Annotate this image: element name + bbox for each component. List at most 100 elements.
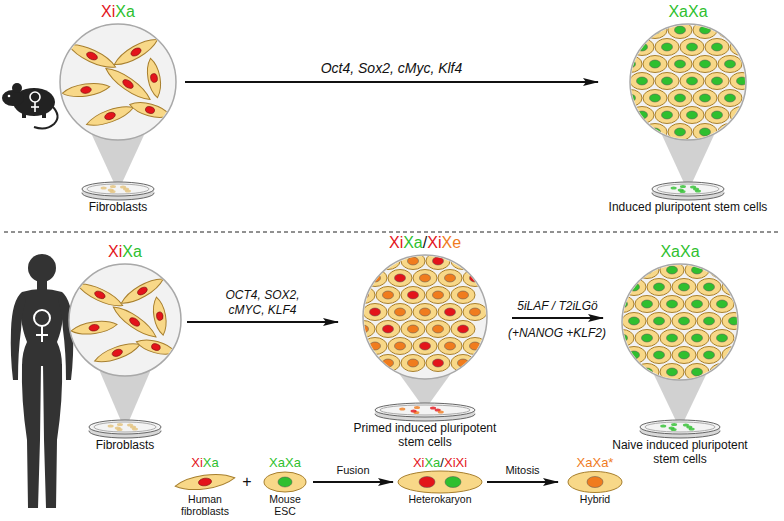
stem-cell <box>693 56 717 73</box>
x-status: XiXa <box>65 242 185 261</box>
colony <box>680 185 686 188</box>
cell-body <box>635 296 659 313</box>
stem-cell <box>710 262 734 279</box>
cell-nucleus <box>104 111 117 121</box>
fibroblast-cell <box>61 81 110 100</box>
cell-group <box>351 253 487 372</box>
stem-cell <box>660 262 684 279</box>
cell-nucleus <box>445 342 456 350</box>
magnified-view <box>630 24 746 140</box>
cell-body <box>685 296 709 313</box>
cell-body <box>672 279 696 296</box>
dish-node: XiXa/XiXePrimed induced pluripotent stem… <box>340 233 510 450</box>
petri-dish <box>652 182 724 200</box>
dish-rim <box>89 420 161 434</box>
magnified-view <box>69 264 181 376</box>
cell-body <box>685 364 709 381</box>
cell-nucleus <box>692 368 703 376</box>
mouse-foot <box>42 113 46 118</box>
cell-nucleus <box>89 324 100 332</box>
colony <box>117 423 123 426</box>
cell-body <box>730 73 754 90</box>
stem-cell <box>647 279 671 296</box>
cell-body <box>438 338 462 355</box>
colony <box>125 190 131 193</box>
cell-nucleus <box>358 291 369 299</box>
cell-nucleus <box>712 77 723 85</box>
x-chromosome-state: Xe <box>441 234 461 251</box>
stem-cell <box>685 262 709 279</box>
stem-cell <box>635 364 659 381</box>
cell-nucleus <box>383 325 394 333</box>
stem-cell <box>668 22 692 39</box>
cell-nucleus <box>625 128 636 136</box>
fibroblast-cell <box>110 302 159 341</box>
cell-nucleus <box>617 300 628 308</box>
stem-cell <box>668 56 692 73</box>
cell-nucleus <box>692 300 703 308</box>
cell-body <box>568 471 622 492</box>
cell-body <box>630 73 654 90</box>
cell-nucleus <box>700 94 711 102</box>
cell-body <box>145 57 164 98</box>
cell-body <box>710 330 734 347</box>
stem-cell <box>647 313 671 330</box>
stem-cell <box>718 22 742 39</box>
colony <box>101 187 107 190</box>
cell-nucleus <box>383 291 394 299</box>
stem-cell <box>655 39 679 56</box>
stem-cell <box>401 253 425 270</box>
cell-nucleus <box>687 77 698 85</box>
x-status: XaXa* <box>560 455 630 471</box>
stem-cell <box>451 253 475 270</box>
cell-caption: Human fibroblasts <box>170 493 240 517</box>
cell-nucleus <box>642 300 653 308</box>
cell-nucleus <box>667 266 678 274</box>
colony <box>689 428 695 431</box>
cell-body <box>70 319 118 337</box>
arrow-label: 5iLAF / T2iLGö <box>515 299 599 313</box>
cell-body <box>451 321 475 338</box>
cell-body <box>401 355 425 372</box>
cell-nucleus <box>729 317 740 325</box>
human-neck <box>37 280 47 290</box>
cell-caption: Induced pluripotent stem cells <box>600 201 776 215</box>
cell-body <box>655 73 679 90</box>
cell-nucleus <box>712 111 723 119</box>
stem-cell <box>363 338 387 355</box>
stem-cell <box>413 338 437 355</box>
dish-node: XiXa/XiXiHeterokaryon <box>395 455 485 505</box>
cell-nucleus <box>470 342 481 350</box>
fibroblast-cell <box>70 319 118 337</box>
stem-cell <box>426 287 450 304</box>
petri-dish <box>82 182 154 200</box>
colony <box>438 411 444 414</box>
arrow <box>187 321 338 323</box>
stem-cell <box>660 364 684 381</box>
colony <box>120 186 126 189</box>
stem-cell <box>705 73 729 90</box>
cell-nucleus <box>420 308 431 316</box>
arrow <box>185 81 598 83</box>
x-chromosome-state: Xa <box>203 455 219 470</box>
cell-group <box>610 262 746 381</box>
cell-nucleus <box>629 317 640 325</box>
fibroblast-cell <box>135 336 177 358</box>
cell-body <box>630 39 654 56</box>
cell-nucleus <box>729 283 740 291</box>
cell-nucleus <box>675 128 686 136</box>
cell-nucleus <box>637 77 648 85</box>
cell-body <box>610 330 634 347</box>
x-chromosome-state: / <box>440 455 444 470</box>
stem-cell <box>643 56 667 73</box>
cell-nucleus <box>717 266 728 274</box>
x-status: XiXa <box>53 2 183 21</box>
stem-cell <box>376 287 400 304</box>
cell-illustration <box>600 21 776 201</box>
stem-cell <box>730 107 754 124</box>
cell-nucleus <box>729 351 740 359</box>
cell-nucleus <box>687 43 698 51</box>
stem-cell <box>672 279 696 296</box>
stem-cell <box>618 90 642 107</box>
cell-nucleus <box>420 342 431 350</box>
